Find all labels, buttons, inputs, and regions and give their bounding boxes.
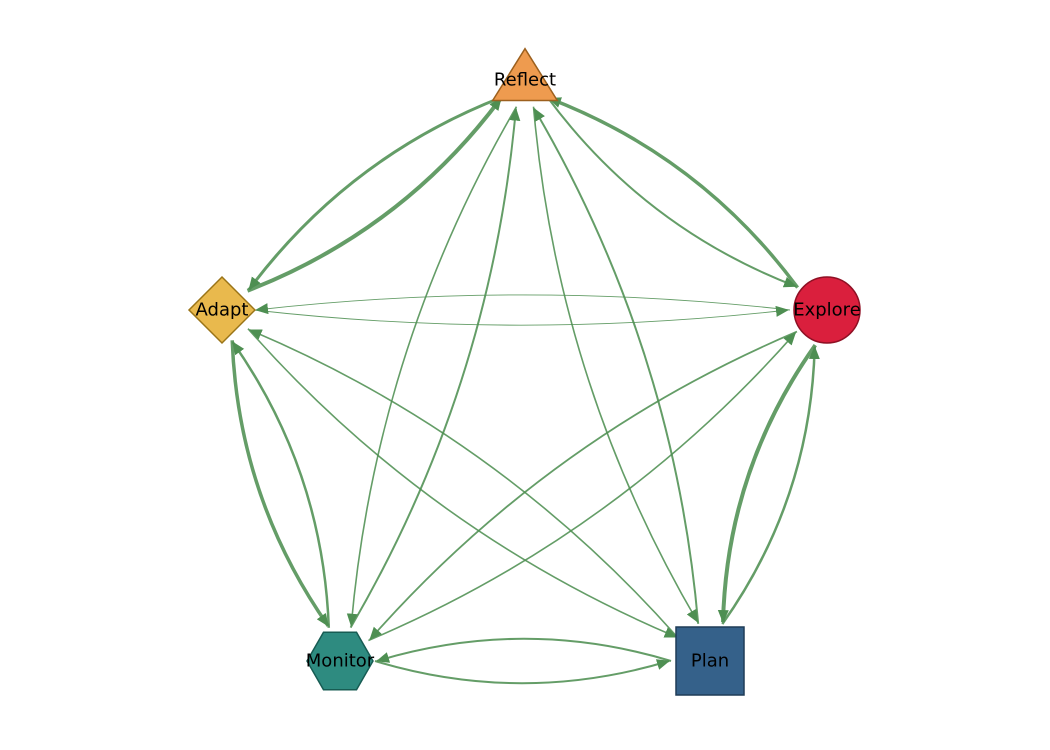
edge-plan-reflect bbox=[533, 107, 700, 624]
edge-plan-monitor bbox=[376, 637, 672, 663]
edge-reflect-monitor bbox=[346, 106, 518, 627]
edge-adapt-explore bbox=[253, 305, 789, 326]
node-label-monitor: Monitor bbox=[306, 651, 375, 672]
node-label-adapt: Adapt bbox=[196, 300, 249, 321]
edges-layer bbox=[230, 95, 820, 685]
edge-plan-explore bbox=[721, 346, 820, 625]
node-monitor bbox=[306, 631, 374, 691]
edge-monitor-reflect bbox=[349, 107, 521, 629]
node-explore bbox=[793, 276, 861, 344]
node-label-reflect: Reflect bbox=[494, 70, 556, 91]
edge-explore-plan bbox=[717, 343, 817, 624]
edge-monitor-adapt bbox=[231, 341, 331, 628]
edge-adapt-plan bbox=[247, 328, 678, 638]
edge-monitor-explore bbox=[368, 332, 797, 642]
edge-reflect-plan bbox=[532, 106, 699, 623]
node-plan bbox=[675, 626, 745, 696]
edge-explore-monitor bbox=[369, 330, 798, 641]
edge-reflect-adapt bbox=[247, 95, 504, 291]
edge-adapt-monitor bbox=[230, 340, 330, 627]
edge-monitor-plan bbox=[374, 659, 670, 685]
edge-plan-adapt bbox=[248, 329, 679, 639]
node-label-explore: Explore bbox=[793, 300, 861, 321]
edge-adapt-reflect bbox=[246, 96, 503, 293]
node-adapt bbox=[187, 275, 257, 345]
node-label-plan: Plan bbox=[691, 651, 729, 672]
edge-explore-reflect bbox=[547, 96, 800, 289]
edge-explore-adapt bbox=[255, 294, 791, 315]
edge-reflect-explore bbox=[546, 96, 797, 288]
node-reflect bbox=[491, 47, 559, 102]
nodes-layer bbox=[187, 47, 861, 696]
